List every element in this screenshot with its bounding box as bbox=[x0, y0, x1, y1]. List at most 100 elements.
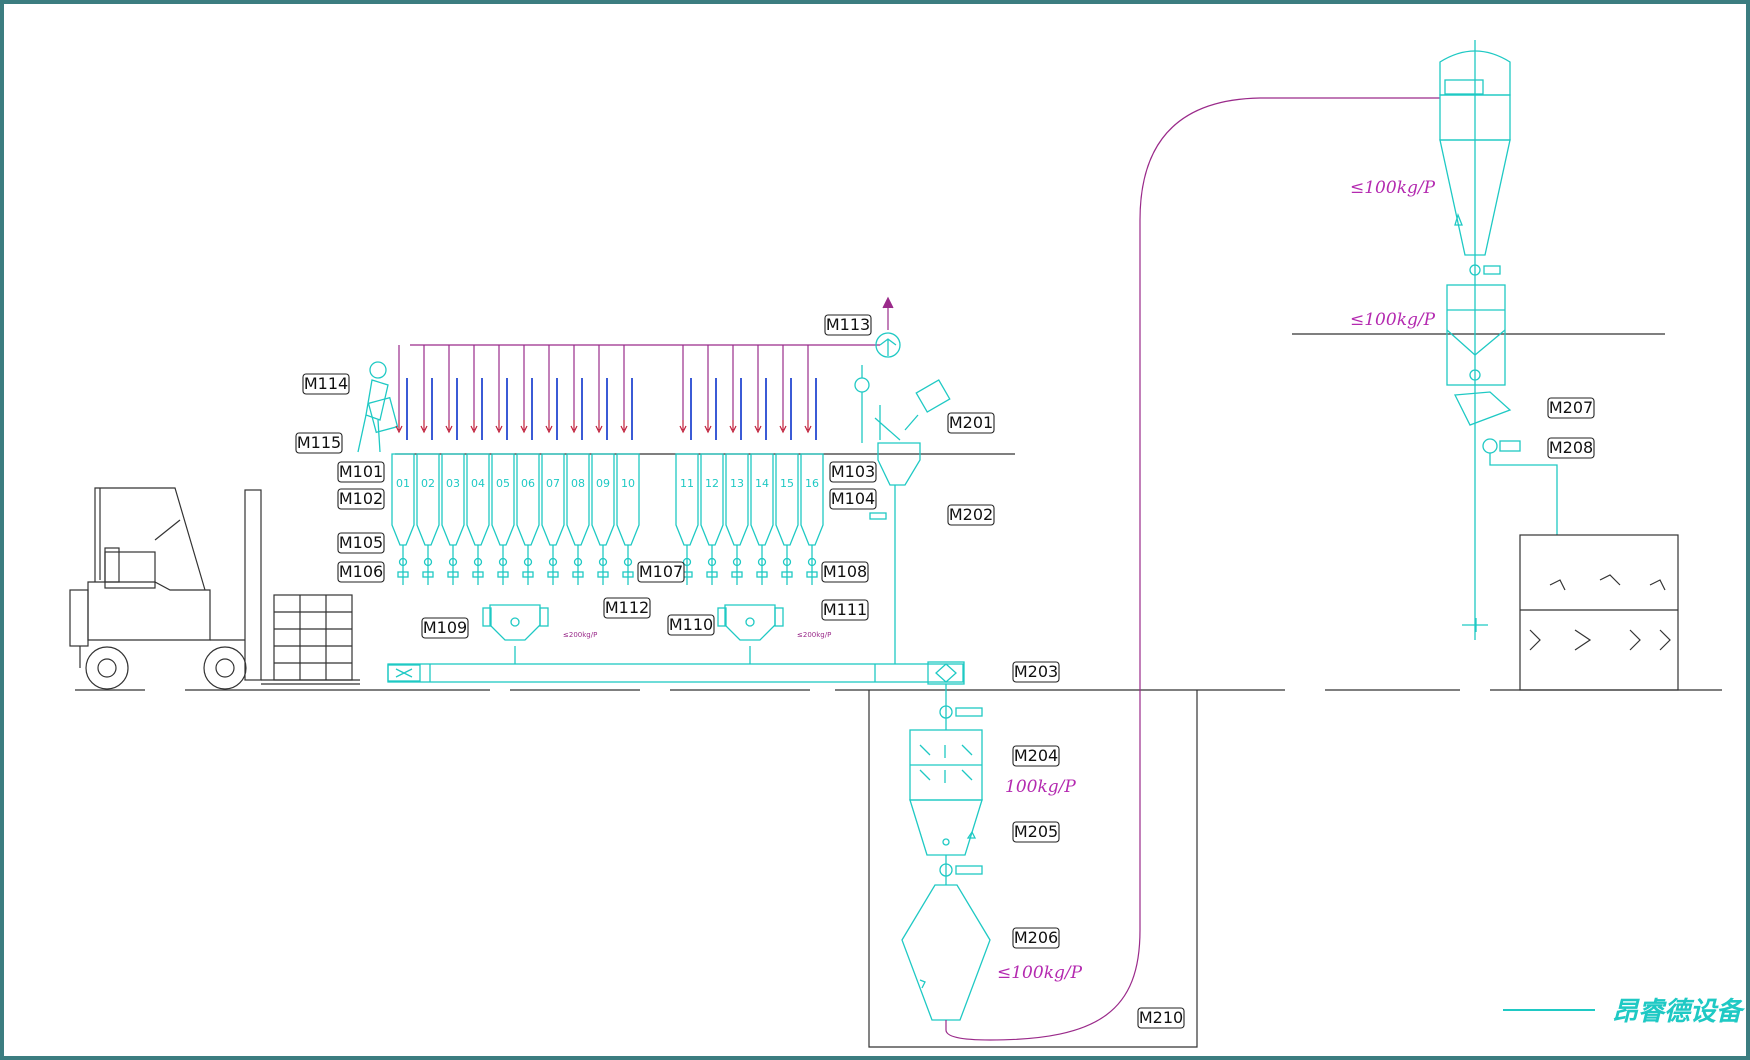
pit-m210 bbox=[868, 690, 1198, 1048]
tag-label: M103 bbox=[831, 462, 875, 481]
tag-label: M104 bbox=[831, 489, 875, 508]
tag-label: M210 bbox=[1139, 1008, 1183, 1027]
tag-m111: M111 bbox=[821, 599, 869, 621]
tag-m104: M104 bbox=[829, 488, 877, 510]
tag-m110: M110 bbox=[667, 614, 715, 636]
cyclone-capacity: ≤100kg/P bbox=[1350, 178, 1436, 198]
tag-label: M201 bbox=[949, 413, 993, 432]
forklift bbox=[69, 487, 360, 690]
tag-label: M203 bbox=[1014, 662, 1058, 681]
bin-number: 08 bbox=[571, 477, 585, 490]
tag-m112: M112 bbox=[603, 597, 651, 619]
tag-label: M109 bbox=[423, 618, 467, 637]
m206-capacity: ≤100kg/P bbox=[997, 963, 1083, 983]
storage-bins: 01 02 03 04 05 06 07 08 09 10 11 12 13 14 15 16 bbox=[391, 378, 824, 585]
hopper-capacity-left: ≤200kg/P bbox=[563, 631, 597, 639]
bag-dump-station bbox=[854, 365, 951, 664]
hopper-capacity-right: ≤200kg/P bbox=[797, 631, 831, 639]
tag-m206: M206 bbox=[1012, 927, 1060, 949]
pit-equipment bbox=[901, 684, 991, 1021]
tag-label: M114 bbox=[304, 374, 348, 393]
bin-16: 16 bbox=[800, 378, 824, 585]
brand-text: 昂睿德设备 bbox=[1612, 997, 1746, 1027]
bin-number: 07 bbox=[546, 477, 560, 490]
bin-number: 14 bbox=[755, 477, 769, 490]
tag-label: M115 bbox=[297, 433, 341, 452]
bin-number: 12 bbox=[705, 477, 719, 490]
bin-01: 01 bbox=[391, 378, 415, 585]
tag-label: M111 bbox=[823, 600, 867, 619]
bin-02: 02 bbox=[416, 378, 440, 585]
bin-10: 10 bbox=[616, 378, 640, 585]
tag-label: M105 bbox=[339, 533, 383, 552]
cyclone-receiver bbox=[1439, 40, 1512, 640]
tag-m204: M204 bbox=[1012, 745, 1060, 767]
bin-number: 16 bbox=[805, 477, 819, 490]
weigh-hopper-m110 bbox=[717, 604, 784, 641]
tag-m103: M103 bbox=[829, 461, 877, 483]
tag-m102: M102 bbox=[337, 488, 385, 510]
tag-label: M108 bbox=[823, 562, 867, 581]
tag-m101: M101 bbox=[337, 461, 385, 483]
dust-manifold bbox=[398, 296, 894, 420]
tag-m205: M205 bbox=[1012, 821, 1060, 843]
tag-label: M113 bbox=[826, 315, 870, 334]
tag-m108: M108 bbox=[821, 561, 869, 583]
tag-label: M110 bbox=[669, 615, 713, 634]
tag-label: M112 bbox=[605, 598, 649, 617]
valve-m208 bbox=[1482, 438, 1558, 535]
bin-number: 13 bbox=[730, 477, 744, 490]
collecting-conveyor bbox=[387, 646, 965, 685]
fan-m113 bbox=[875, 332, 901, 358]
tag-m201: M201 bbox=[947, 412, 995, 434]
tag-label: M205 bbox=[1014, 822, 1058, 841]
bin-number: 09 bbox=[596, 477, 610, 490]
bin-07: 07 bbox=[541, 378, 565, 585]
tag-m113: M113 bbox=[824, 314, 872, 336]
bin-12: 12 bbox=[700, 378, 724, 585]
pallet-stack bbox=[273, 594, 353, 681]
bin-13: 13 bbox=[725, 378, 749, 585]
tag-m210: M210 bbox=[1137, 1007, 1185, 1029]
bin-number: 15 bbox=[780, 477, 794, 490]
bin-number: 10 bbox=[621, 477, 635, 490]
cyclone-down-leg bbox=[1462, 618, 1488, 632]
tag-label: M206 bbox=[1014, 928, 1058, 947]
bin-number: 05 bbox=[496, 477, 510, 490]
bin-08: 08 bbox=[566, 378, 590, 585]
tag-label: M107 bbox=[639, 562, 683, 581]
receiver-capacity: ≤100kg/P bbox=[1350, 310, 1436, 330]
operator-figure bbox=[357, 361, 399, 453]
tag-label: M208 bbox=[1549, 438, 1593, 457]
m204-capacity: 100kg/P bbox=[1005, 777, 1076, 797]
tag-m207: M207 bbox=[1547, 397, 1595, 419]
tag-label: M202 bbox=[949, 505, 993, 524]
bin-11: 11 bbox=[675, 378, 699, 585]
bin-03: 03 bbox=[441, 378, 465, 585]
bin-04: 04 bbox=[466, 378, 490, 585]
weigh-hopper-m109 bbox=[482, 604, 549, 641]
bin-number: 06 bbox=[521, 477, 535, 490]
tag-m106: M106 bbox=[337, 561, 385, 583]
tag-m115: M115 bbox=[295, 432, 343, 454]
tag-m109: M109 bbox=[421, 617, 469, 639]
bin-number: 03 bbox=[446, 477, 460, 490]
mixer-tank bbox=[1519, 534, 1679, 691]
tag-m114: M114 bbox=[302, 373, 350, 395]
bin-15: 15 bbox=[775, 378, 799, 585]
bin-14: 14 bbox=[750, 378, 774, 585]
tag-label: M207 bbox=[1549, 398, 1593, 417]
tag-m202: M202 bbox=[947, 504, 995, 526]
tag-label: M102 bbox=[339, 489, 383, 508]
bin-number: 11 bbox=[680, 477, 694, 490]
tag-m105: M105 bbox=[337, 532, 385, 554]
bin-number: 01 bbox=[396, 477, 410, 490]
tag-m107: M107 bbox=[637, 561, 685, 583]
conveying-pipe bbox=[945, 97, 1440, 1041]
tag-label: M106 bbox=[339, 562, 383, 581]
bin-05: 05 bbox=[491, 378, 515, 585]
bin-06: 06 bbox=[516, 378, 540, 585]
tag-m203: M203 bbox=[1012, 661, 1060, 683]
